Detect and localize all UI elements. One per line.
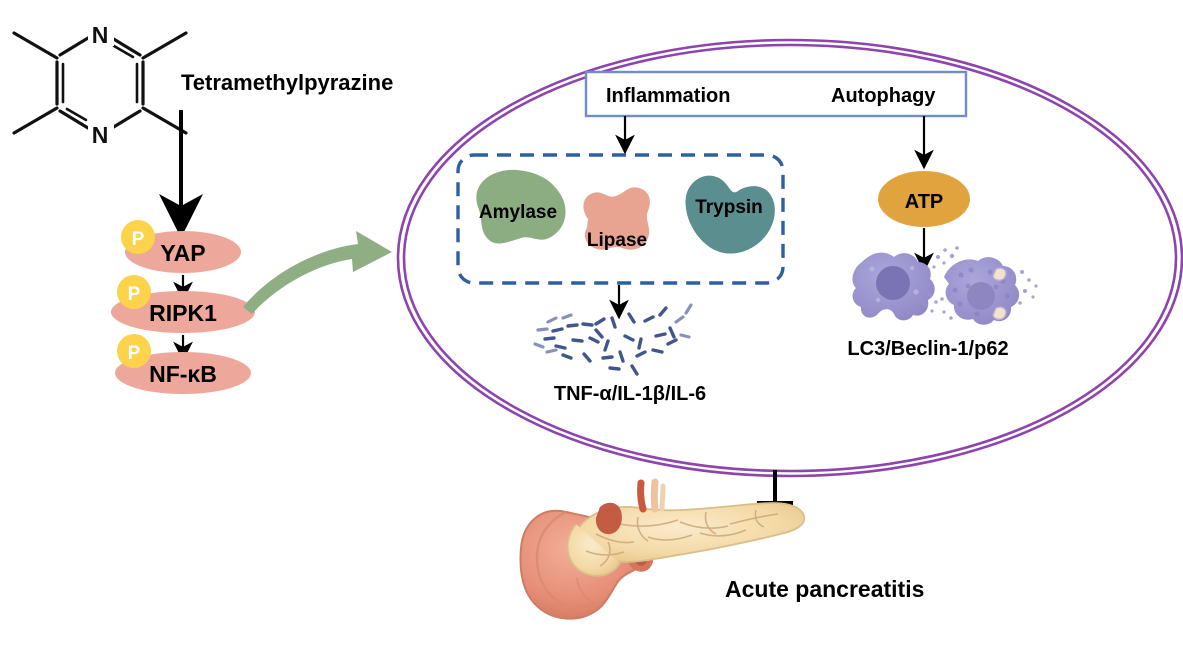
phospho-badge-ripk1: P [117, 275, 151, 309]
metabolite-atp[interactable]: ATP [878, 171, 970, 227]
enzyme-amylase-label: Amylase [479, 202, 557, 223]
enzyme-amylase[interactable]: Amylase [476, 169, 566, 244]
chem-nitrogen-top: N [92, 22, 109, 48]
autophagy-marker-label: LC3/Beclin-1/p62 [847, 338, 1008, 360]
enzyme-lipase[interactable]: Lipase [583, 187, 650, 251]
enzyme-trypsin[interactable]: Trypsin [685, 175, 775, 254]
phospho-badge-yap: P [121, 220, 155, 254]
autophagy-cell-right [944, 257, 1020, 325]
metabolite-atp-label: ATP [905, 191, 944, 213]
phospho-label-yap: P [132, 229, 145, 250]
node-ripk1-label: RIPK1 [149, 300, 217, 326]
label-autophagy: Autophagy [831, 85, 936, 107]
node-nfkb[interactable]: NF-κB [115, 352, 251, 394]
enzyme-lipase-label: Lipase [587, 230, 647, 251]
compound-title: Tetramethylpyrazine [181, 70, 393, 95]
phospho-badge-nfkb: P [117, 334, 151, 368]
outcome-label: Acute pancreatitis [725, 576, 924, 602]
enzyme-trypsin-label: Trypsin [695, 197, 763, 218]
enzyme-dashed-box [456, 153, 785, 285]
phospho-label-nfkb: P [128, 343, 141, 364]
autophagy-granules [918, 246, 1038, 320]
pancreas-illustration [519, 478, 806, 620]
process-header-box: Inflammation Autophagy [584, 70, 968, 118]
chem-nitrogen-bottom: N [92, 122, 109, 148]
label-inflammation: Inflammation [606, 85, 730, 107]
node-yap-label: YAP [160, 240, 205, 266]
green-transition-arrow [243, 231, 392, 314]
autophagy-cell-left [852, 252, 935, 321]
cytokine-particles-faded [533, 303, 693, 354]
cytokine-label: TNF-α/IL-1β/IL-6 [554, 383, 706, 405]
cell-boundary [396, 38, 1183, 478]
phospho-label-ripk1: P [128, 284, 141, 305]
cytokine-particles [543, 306, 678, 376]
node-nfkb-label: NF-κB [149, 361, 217, 387]
tetramethylpyrazine-structure: N N [12, 20, 188, 148]
